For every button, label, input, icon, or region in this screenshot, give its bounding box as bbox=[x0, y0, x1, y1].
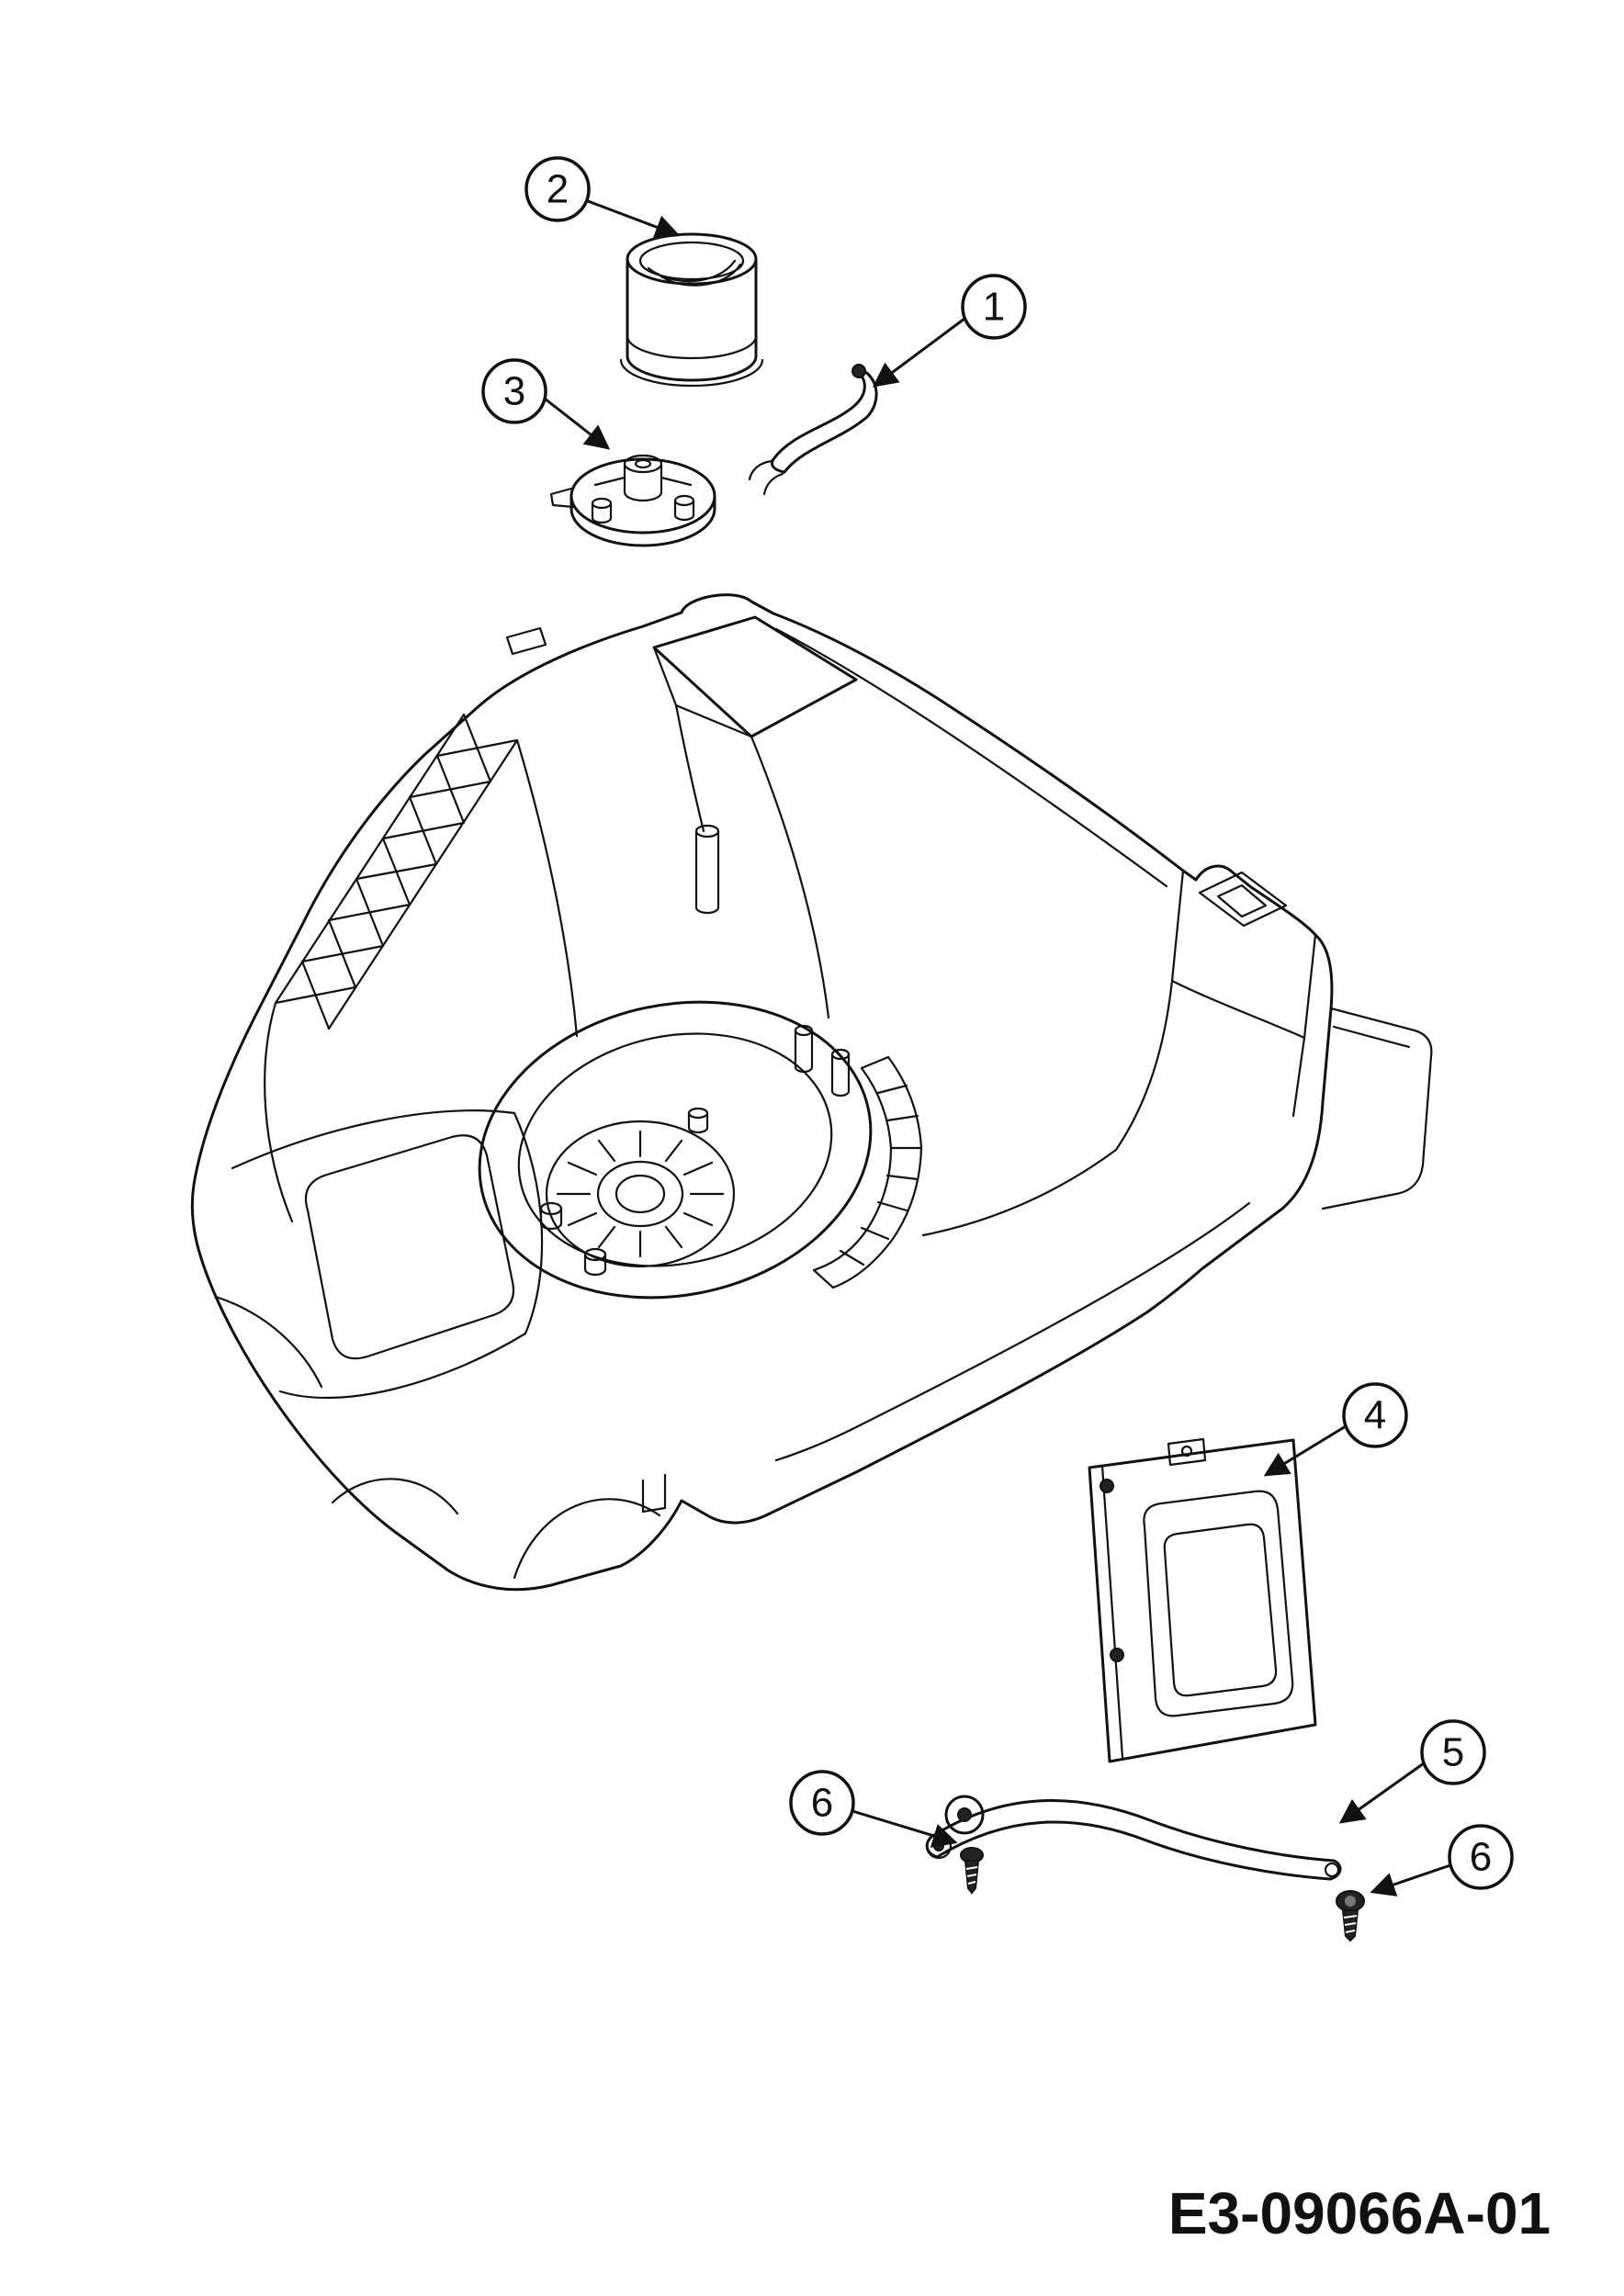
part-tube bbox=[619, 232, 764, 388]
deck-inner-rim bbox=[264, 627, 1251, 1462]
callout-4-label: 4 bbox=[1364, 1393, 1386, 1438]
callout-6-right-balloon bbox=[1448, 1824, 1514, 1890]
part-code: E3-09066A-01 bbox=[1168, 2180, 1551, 2246]
callout-3-label: 3 bbox=[503, 369, 525, 414]
callout-2: 2 bbox=[524, 156, 681, 240]
part-flange bbox=[549, 454, 716, 547]
callout-1: 1 bbox=[872, 274, 1027, 388]
part-lever bbox=[748, 364, 878, 496]
callout-6-left-label: 6 bbox=[811, 1781, 833, 1826]
deck-front-panel bbox=[214, 1109, 544, 1400]
mower-deck-drawing bbox=[190, 593, 1433, 1592]
callout-1-leader bbox=[872, 317, 965, 388]
callout-2-label: 2 bbox=[547, 167, 569, 212]
callout-1-balloon bbox=[961, 274, 1027, 340]
deck-hatched-band bbox=[274, 713, 579, 1038]
callout-1-label: 1 bbox=[983, 285, 1005, 330]
deck-right-wall bbox=[921, 869, 1433, 1237]
deck-comb-teeth bbox=[812, 1055, 923, 1289]
callout-3: 3 bbox=[481, 358, 611, 450]
part-rear-flap bbox=[1088, 1437, 1317, 1763]
callout-3-leader bbox=[544, 397, 611, 450]
callouts: 2 1 3 4 5 6 6 bbox=[481, 156, 1514, 1896]
callout-6-right-label: 6 bbox=[1470, 1835, 1492, 1880]
part-bar bbox=[925, 1795, 1342, 1881]
callout-2-leader bbox=[587, 199, 681, 240]
callout-5-balloon bbox=[1420, 1719, 1486, 1785]
deck-blower-bowl bbox=[478, 1000, 873, 1300]
callout-6-left-balloon bbox=[789, 1770, 855, 1836]
deck-posts bbox=[505, 626, 851, 1097]
callout-2-balloon bbox=[524, 156, 591, 222]
deck-wheel-arches bbox=[331, 1473, 667, 1580]
callout-6-right: 6 bbox=[1370, 1824, 1514, 1896]
callout-3-balloon bbox=[481, 358, 547, 424]
callout-4-leader bbox=[1263, 1424, 1347, 1477]
part-screw-right bbox=[1336, 1890, 1365, 1942]
callout-6-right-leader bbox=[1370, 1863, 1451, 1896]
callout-4-balloon bbox=[1342, 1382, 1408, 1448]
part-screw-left bbox=[960, 1847, 984, 1895]
callout-5-leader bbox=[1338, 1761, 1425, 1824]
callout-6-left: 6 bbox=[789, 1770, 958, 1848]
bowl-radial-slots bbox=[556, 1130, 725, 1258]
callout-4: 4 bbox=[1263, 1382, 1408, 1477]
bowl-bosses bbox=[539, 1107, 709, 1277]
callout-5: 5 bbox=[1338, 1719, 1486, 1824]
callout-5-label: 5 bbox=[1442, 1730, 1464, 1775]
callout-6-left-leader bbox=[851, 1809, 958, 1848]
deck-outline bbox=[190, 593, 1334, 1592]
deck-rear-opening bbox=[652, 615, 858, 1019]
